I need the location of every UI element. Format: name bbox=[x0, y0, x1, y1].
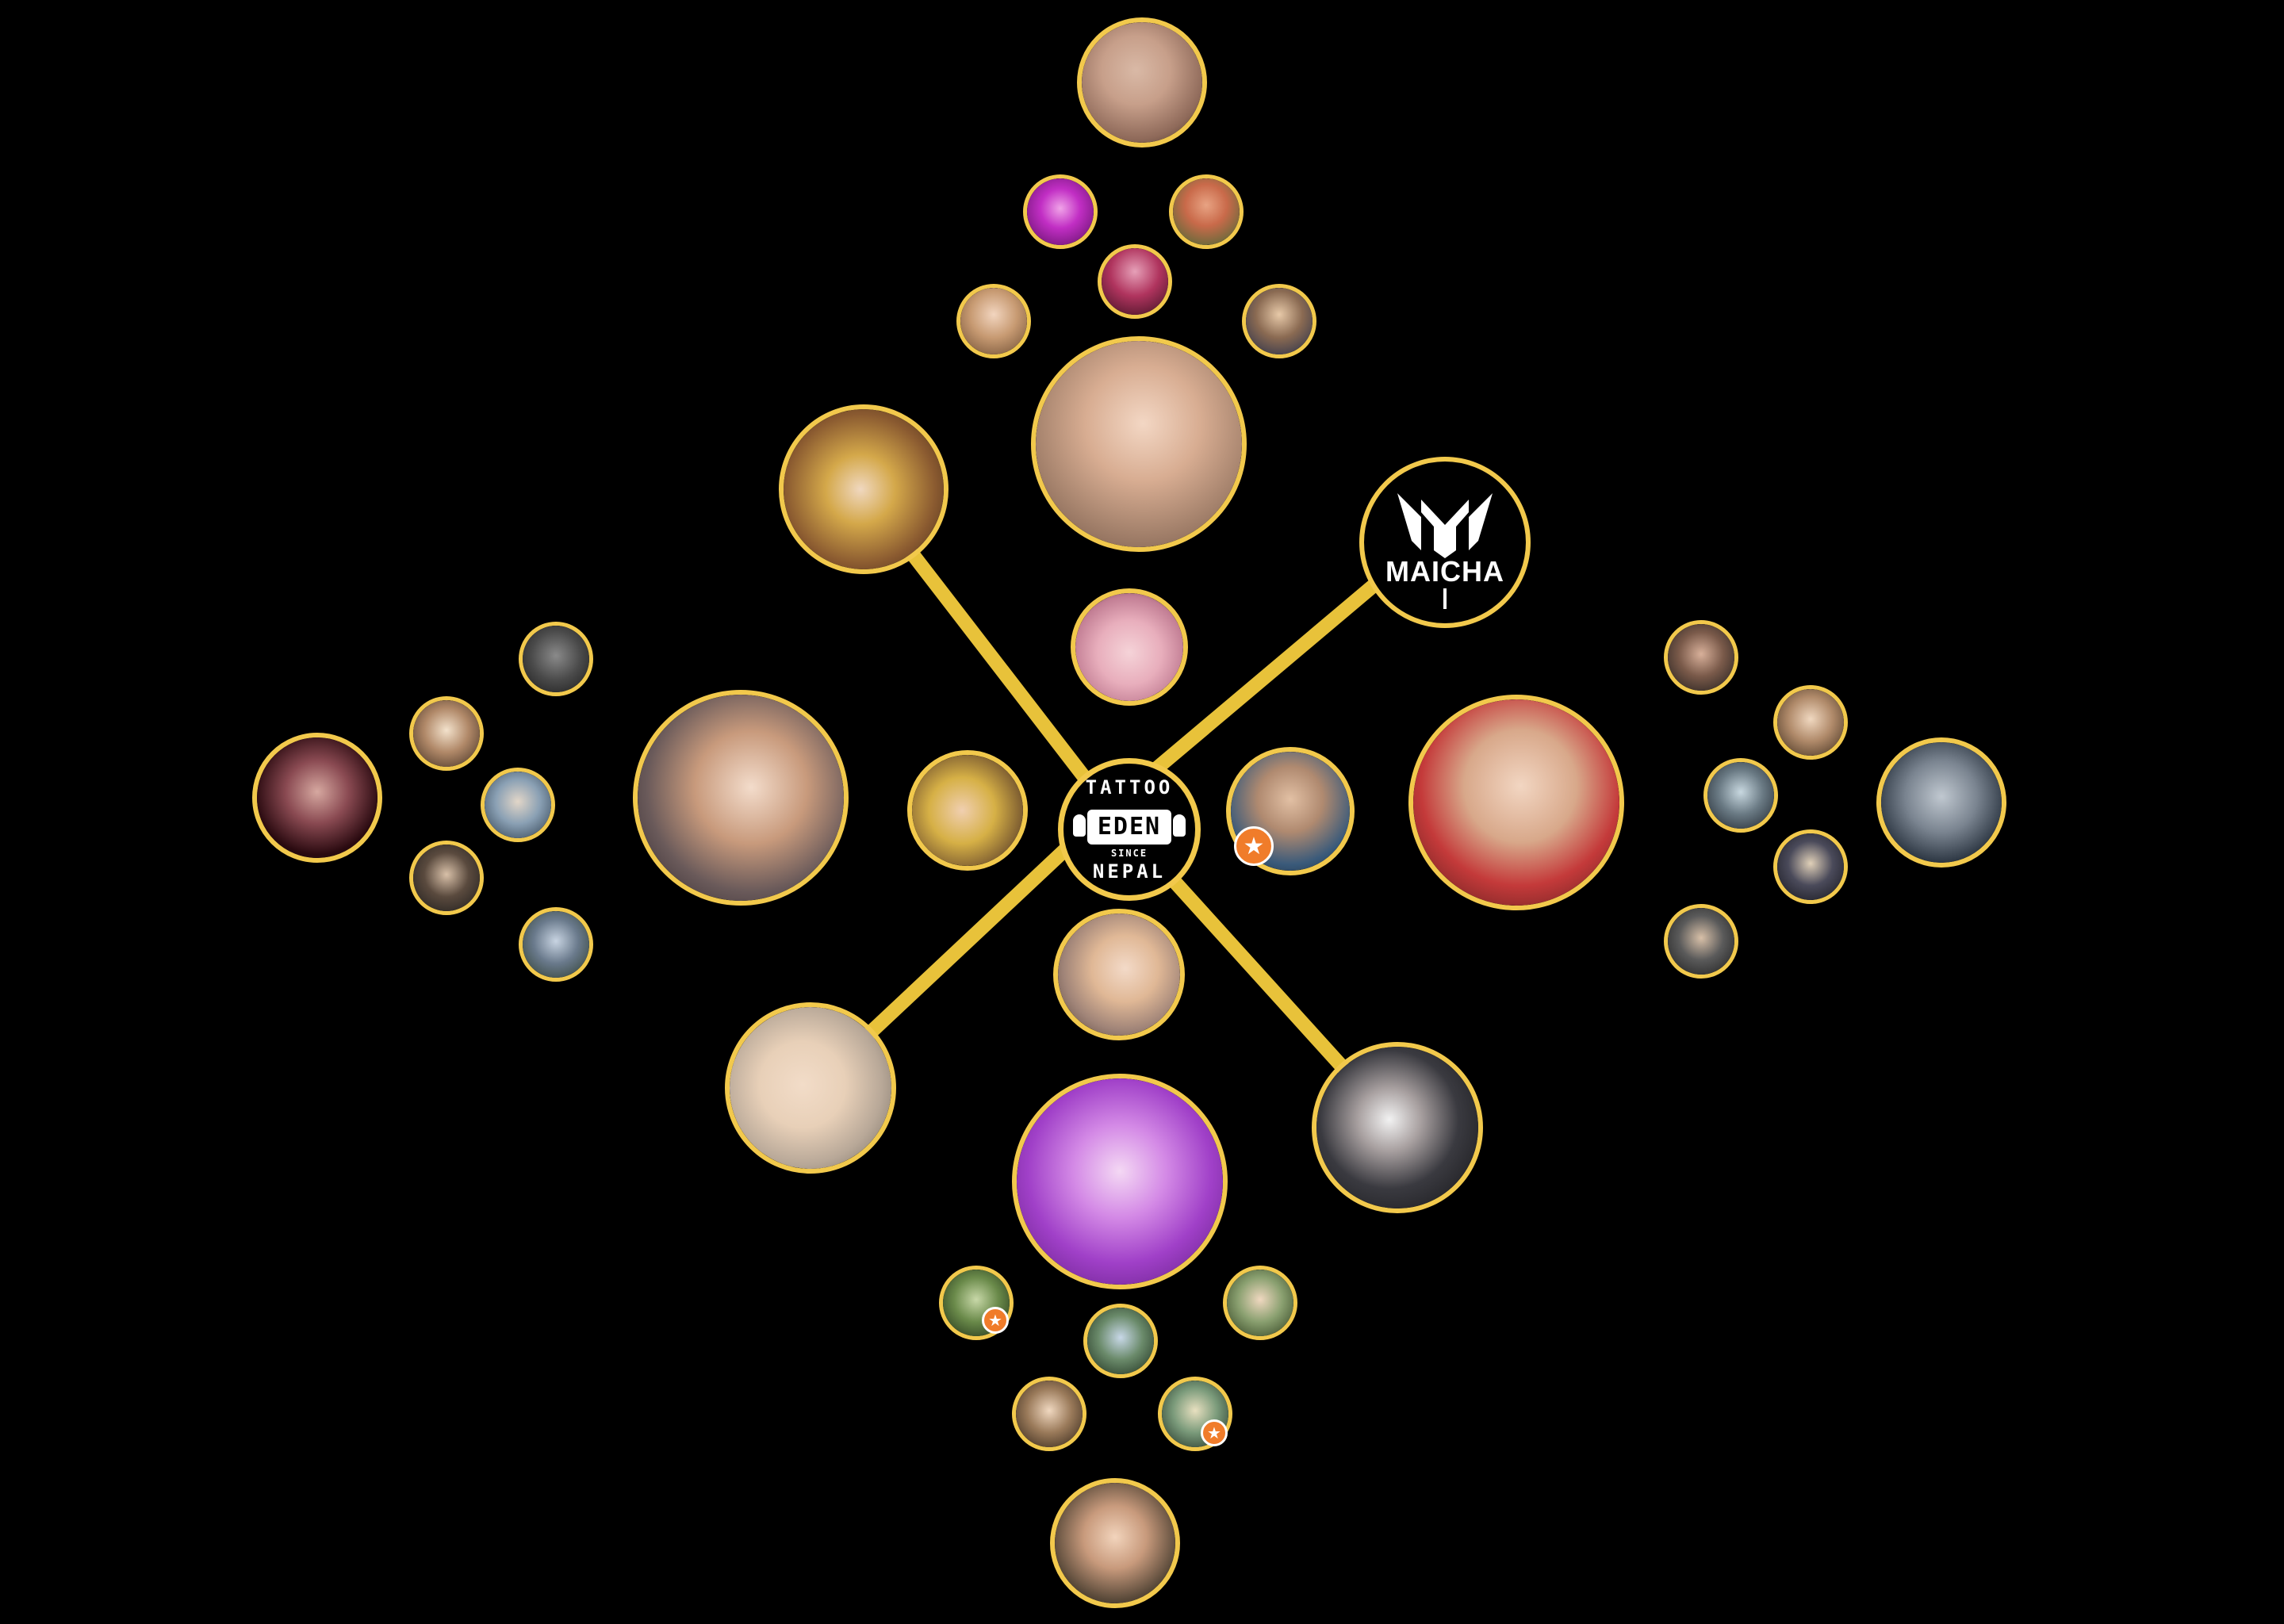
profile-avatar[interactable] bbox=[1773, 829, 1848, 904]
profile-avatar[interactable] bbox=[409, 696, 484, 771]
profile-avatar[interactable] bbox=[1223, 1266, 1297, 1340]
profile-avatar[interactable] bbox=[1077, 17, 1207, 147]
profile-avatar[interactable] bbox=[1083, 1304, 1158, 1378]
logo-mid-text: EDEN bbox=[1097, 813, 1162, 841]
profile-avatar[interactable] bbox=[1023, 174, 1098, 249]
profile-avatar[interactable] bbox=[725, 1002, 896, 1174]
profile-avatar[interactable] bbox=[1053, 909, 1185, 1040]
profile-avatar[interactable] bbox=[1664, 620, 1738, 695]
maicha-label: MAICHA bbox=[1385, 555, 1504, 588]
profile-avatar[interactable] bbox=[1408, 695, 1624, 910]
profile-avatar[interactable] bbox=[481, 768, 555, 842]
profile-avatar[interactable] bbox=[252, 733, 382, 863]
maicha-emblem-icon bbox=[1397, 493, 1493, 609]
profile-avatar[interactable] bbox=[1242, 284, 1316, 358]
profile-avatar[interactable] bbox=[519, 907, 593, 982]
skull-left-icon bbox=[1073, 814, 1086, 837]
profile-avatar[interactable] bbox=[1012, 1377, 1086, 1451]
profile-avatar[interactable] bbox=[1071, 588, 1188, 706]
profile-avatar[interactable] bbox=[1773, 685, 1848, 760]
star-badge-icon: ★ bbox=[1234, 826, 1274, 866]
profile-avatar[interactable] bbox=[779, 404, 948, 574]
logo-top-text: TATTOO bbox=[1085, 776, 1174, 799]
logo-plate bbox=[1087, 810, 1171, 845]
star-badge-icon: ★ bbox=[1201, 1419, 1228, 1446]
profile-avatar[interactable] bbox=[1664, 904, 1738, 979]
logo-since-text: SINCE bbox=[1110, 848, 1148, 859]
profile-avatar[interactable] bbox=[1098, 244, 1172, 319]
profile-avatar[interactable] bbox=[1703, 758, 1778, 833]
tattoo-eden-nepal-logo[interactable]: TATTOO EDEN SINCE NEPAL bbox=[1058, 758, 1201, 901]
profile-avatar[interactable] bbox=[409, 841, 484, 915]
profile-avatar[interactable] bbox=[1312, 1042, 1483, 1213]
profile-avatar[interactable] bbox=[519, 622, 593, 696]
skull-right-icon bbox=[1173, 814, 1186, 837]
profile-avatar[interactable] bbox=[956, 284, 1031, 358]
profile-avatar[interactable] bbox=[907, 750, 1028, 871]
profile-avatar[interactable] bbox=[1876, 737, 2006, 868]
star-badge-icon: ★ bbox=[982, 1307, 1009, 1334]
profile-avatar[interactable] bbox=[1169, 174, 1244, 249]
profile-avatar[interactable] bbox=[1050, 1478, 1180, 1608]
logo-bottom-text: NEPAL bbox=[1092, 860, 1167, 883]
profile-avatar[interactable] bbox=[1012, 1074, 1228, 1289]
profile-avatar[interactable] bbox=[633, 690, 849, 906]
profile-avatar[interactable] bbox=[939, 1266, 1014, 1340]
maicha-logo-avatar[interactable]: MAICHA bbox=[1359, 457, 1531, 628]
profile-avatar[interactable] bbox=[1031, 336, 1247, 552]
